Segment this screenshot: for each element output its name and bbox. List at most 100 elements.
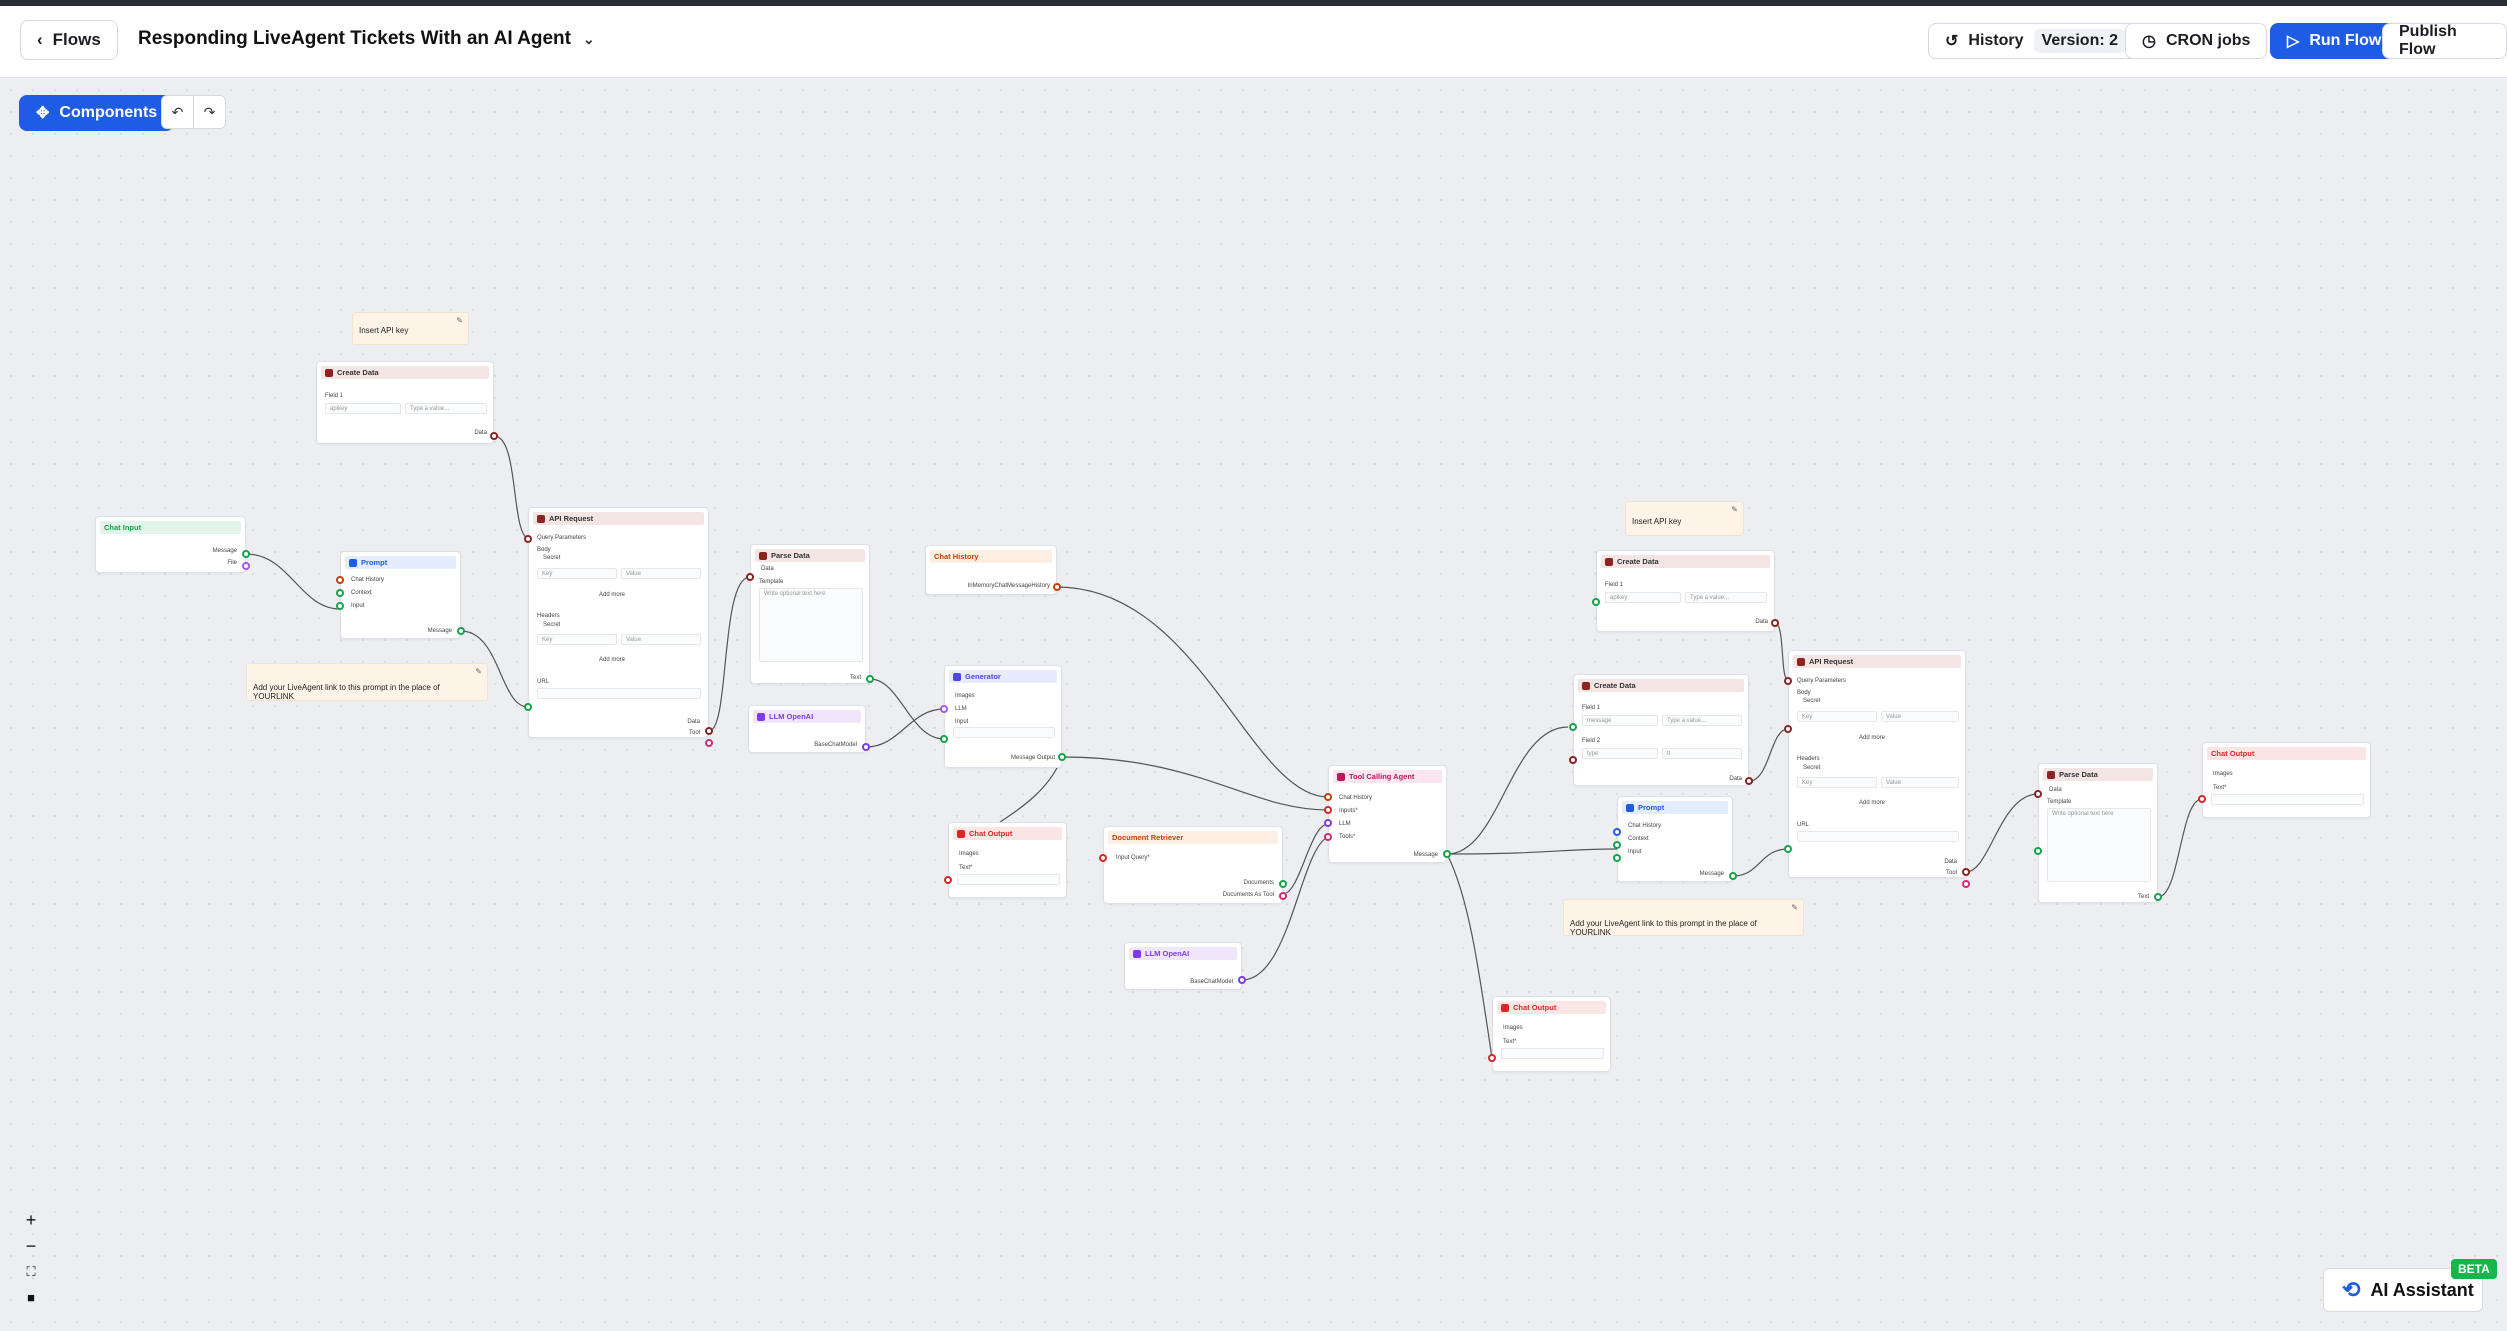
- value-input[interactable]: Value: [1881, 777, 1959, 788]
- node-create-data-2[interactable]: Create Data Field 1 message Type a value…: [1573, 674, 1749, 786]
- components-button[interactable]: ✥ Components: [19, 95, 175, 131]
- add-more-button[interactable]: Add more: [599, 592, 626, 598]
- value-input[interactable]: Value: [621, 568, 701, 579]
- port-chat-output-3-text[interactable]: [2198, 795, 2206, 803]
- node-chat-input[interactable]: Chat Input Message File: [95, 516, 246, 573]
- port-llm-1-out[interactable]: [862, 743, 870, 751]
- port-llm-2-out[interactable]: [1238, 976, 1246, 984]
- secret-toggle[interactable]: Secret: [543, 622, 561, 628]
- fit-view-button[interactable]: ⛶: [20, 1261, 42, 1283]
- node-llm-openai-2[interactable]: LLM OpenAI BaseChatModel: [1124, 942, 1242, 990]
- port-chat-input-message[interactable]: [242, 550, 250, 558]
- field-value-input[interactable]: tt: [1662, 748, 1742, 759]
- flow-title[interactable]: Responding LiveAgent Tickets With an AI …: [138, 28, 595, 50]
- field-key-input[interactable]: message: [1582, 715, 1658, 726]
- port-doc-input-query[interactable]: [1099, 854, 1107, 862]
- port-create-data-2-in2[interactable]: [1569, 756, 1577, 764]
- port-parse-2-template[interactable]: [2034, 847, 2042, 855]
- zoom-out-button[interactable]: −: [20, 1235, 42, 1257]
- ai-assistant-button[interactable]: ⟲ AI Assistant: [2323, 1268, 2483, 1312]
- field-value-input[interactable]: Type a value...: [1685, 592, 1767, 603]
- key-input[interactable]: Key: [1797, 711, 1877, 722]
- zoom-in-button[interactable]: +: [20, 1209, 42, 1231]
- field-value-input[interactable]: Type a value...: [405, 403, 487, 414]
- value-input[interactable]: Value: [621, 634, 701, 645]
- port-agent-tools[interactable]: [1324, 833, 1332, 841]
- text-input[interactable]: [957, 874, 1060, 885]
- port-agent-llm[interactable]: [1324, 819, 1332, 827]
- port-api-2-data[interactable]: [1962, 868, 1970, 876]
- port-prompt-1-history[interactable]: [336, 576, 344, 584]
- secret-toggle[interactable]: Secret: [1803, 765, 1821, 771]
- node-generator[interactable]: Generator Images LLM Input Message Outpu…: [944, 665, 1062, 768]
- port-parse-2-data[interactable]: [2034, 790, 2042, 798]
- port-api-2-tool[interactable]: [1962, 880, 1970, 888]
- key-input[interactable]: Key: [537, 634, 617, 645]
- node-chat-output-2[interactable]: Chat Output Images Text*: [1492, 996, 1611, 1072]
- port-api-2-url[interactable]: [1784, 845, 1792, 853]
- key-input[interactable]: Key: [1797, 777, 1877, 788]
- port-agent-inputs[interactable]: [1324, 806, 1332, 814]
- port-prompt-2-context[interactable]: [1613, 841, 1621, 849]
- undo-button[interactable]: ↶: [161, 95, 194, 129]
- port-parse-1-data[interactable]: [746, 573, 754, 581]
- port-history-out[interactable]: [1053, 583, 1061, 591]
- port-api-1-query[interactable]: [524, 535, 532, 543]
- port-create-data-2-in1[interactable]: [1569, 723, 1577, 731]
- port-chat-input-file[interactable]: [242, 562, 250, 570]
- node-parse-data-1[interactable]: Parse Data Data Template Write optional …: [750, 544, 870, 684]
- node-chat-output-3[interactable]: Chat Output Images Text*: [2202, 742, 2371, 818]
- cron-jobs-button[interactable]: ◷ CRON jobs: [2125, 23, 2268, 59]
- port-generator-input[interactable]: [940, 735, 948, 743]
- port-api-2-body[interactable]: [1784, 725, 1792, 733]
- port-api-1-url[interactable]: [524, 703, 532, 711]
- add-more-button[interactable]: Add more: [599, 657, 626, 663]
- node-create-data-3[interactable]: Create Data Field 1 apikey Type a value.…: [1596, 550, 1775, 632]
- field-key-input[interactable]: apikey: [1605, 592, 1681, 603]
- key-input[interactable]: Key: [537, 568, 617, 579]
- node-create-data-1[interactable]: Create Data Field 1 apikey Type a value.…: [316, 361, 494, 444]
- text-input[interactable]: [1501, 1048, 1604, 1059]
- port-prompt-1-message[interactable]: [457, 627, 465, 635]
- port-parse-1-text[interactable]: [866, 675, 874, 683]
- port-doc-documents[interactable]: [1279, 880, 1287, 888]
- lock-button[interactable]: ■: [20, 1286, 42, 1308]
- port-agent-history[interactable]: [1324, 793, 1332, 801]
- port-parse-2-text[interactable]: [2154, 893, 2162, 901]
- node-api-request-1[interactable]: API Request Query Parameters Body Secret…: [528, 507, 709, 738]
- port-create-data-2-out[interactable]: [1745, 777, 1753, 785]
- port-doc-as-tool[interactable]: [1279, 892, 1287, 900]
- node-chat-output-1[interactable]: Chat Output Images Text*: [948, 822, 1067, 898]
- port-api-2-query[interactable]: [1784, 677, 1792, 685]
- add-more-button[interactable]: Add more: [1859, 735, 1886, 741]
- node-tool-calling-agent[interactable]: Tool Calling Agent Chat History Inputs* …: [1328, 765, 1447, 863]
- secret-toggle[interactable]: Secret: [1803, 698, 1821, 704]
- note-liveagent-link-2[interactable]: Add your LiveAgent link to this prompt i…: [1563, 899, 1804, 937]
- port-chat-output-2-text[interactable]: [1488, 1054, 1496, 1062]
- port-prompt-2-input[interactable]: [1613, 854, 1621, 862]
- port-generator-out[interactable]: [1058, 753, 1066, 761]
- port-api-1-data[interactable]: [705, 727, 713, 735]
- node-llm-openai-1[interactable]: LLM OpenAI BaseChatModel: [748, 705, 866, 753]
- text-input[interactable]: [2211, 794, 2364, 805]
- port-prompt-1-context[interactable]: [336, 589, 344, 597]
- field-value-input[interactable]: Type a value...: [1662, 715, 1742, 726]
- history-button[interactable]: ↺ History Version: 2: [1928, 23, 2144, 59]
- port-create-data-3-in[interactable]: [1592, 598, 1600, 606]
- add-more-button[interactable]: Add more: [1859, 800, 1886, 806]
- node-prompt-2[interactable]: Prompt Chat History Context Input Messag…: [1617, 796, 1733, 882]
- url-input[interactable]: [537, 688, 701, 699]
- template-textarea[interactable]: Write optional text here: [2047, 808, 2151, 882]
- secret-toggle[interactable]: Secret: [543, 555, 561, 561]
- node-prompt-1[interactable]: Prompt Chat History Context Input Messag…: [340, 551, 461, 639]
- port-generator-llm[interactable]: [940, 705, 948, 713]
- run-flow-button[interactable]: ▷ Run Flow: [2270, 23, 2399, 59]
- port-agent-message[interactable]: [1443, 850, 1451, 858]
- value-input[interactable]: Value: [1881, 711, 1959, 722]
- port-chat-output-1-text[interactable]: [944, 876, 952, 884]
- input-field[interactable]: [953, 727, 1055, 738]
- port-create-data-1-out[interactable]: [490, 432, 498, 440]
- port-create-data-3-out[interactable]: [1771, 619, 1779, 627]
- note-insert-api-key-2[interactable]: Insert API key ✎: [1625, 501, 1744, 536]
- node-document-retriever[interactable]: Document Retriever Input Query* Document…: [1103, 826, 1283, 904]
